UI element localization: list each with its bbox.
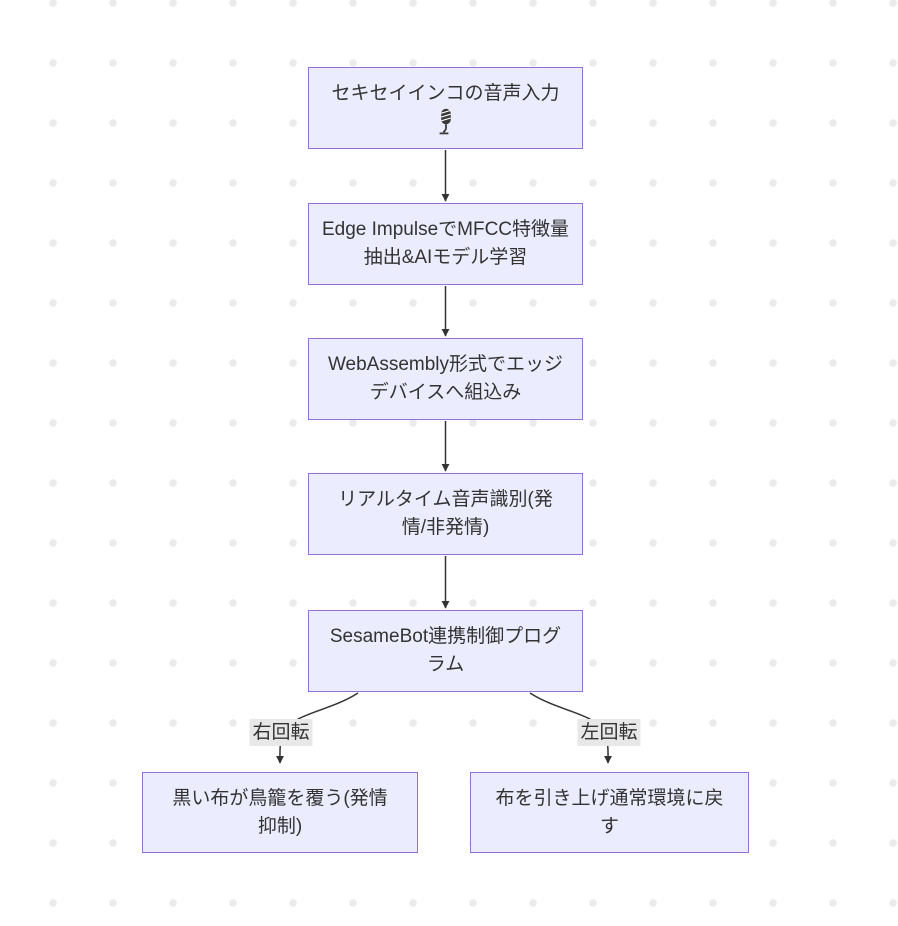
node-text-line: WebAssembly形式でエッジ [327, 354, 564, 375]
node-webassembly-edge-deploy: WebAssembly形式でエッジ デバイスへ組込み [308, 338, 583, 420]
node-text-line: 抑制) [257, 815, 303, 837]
node-text-line: セキセイインコの音声入力 [331, 83, 560, 104]
node-text-line: 黒い布が鳥籠を覆う(発情 [172, 787, 388, 809]
node-sesamebot-control-program: SesameBot連携制御プログ ラム [308, 610, 583, 692]
node-text-line: 布を引き上げ通常環境に戻 [495, 787, 724, 809]
node-text-line: リアルタイム音声識別(発 [338, 489, 553, 510]
node-black-cloth-covers-cage: 黒い布が鳥籠を覆う(発情 抑制) [142, 772, 418, 853]
node-budgie-voice-input: セキセイインコの音声入力 [308, 67, 583, 149]
node-realtime-voice-classification: リアルタイム音声識別(発 情/非発情) [308, 473, 583, 555]
edge-label-right-rotation: 右回転 [249, 719, 313, 746]
node-text-line: す [599, 815, 619, 837]
node-text-line: 抽出&AIモデル学習 [363, 247, 528, 268]
edge-label-left-rotation: 左回転 [577, 719, 641, 746]
node-cloth-raised-normal-environment: 布を引き上げ通常環境に戻 す [470, 772, 749, 853]
node-text-line: SesameBot連携制御プログ [329, 626, 562, 647]
studio-microphone-icon [436, 108, 456, 136]
node-text-line: ラム [426, 654, 465, 675]
node-text-line: デバイスへ組込み [369, 382, 522, 403]
node-edge-impulse-mfcc-training: Edge ImpulseでMFCC特徴量 抽出&AIモデル学習 [308, 203, 583, 285]
node-text-line: Edge ImpulseでMFCC特徴量 [321, 219, 570, 240]
node-text-line: 情/非発情) [401, 517, 490, 538]
